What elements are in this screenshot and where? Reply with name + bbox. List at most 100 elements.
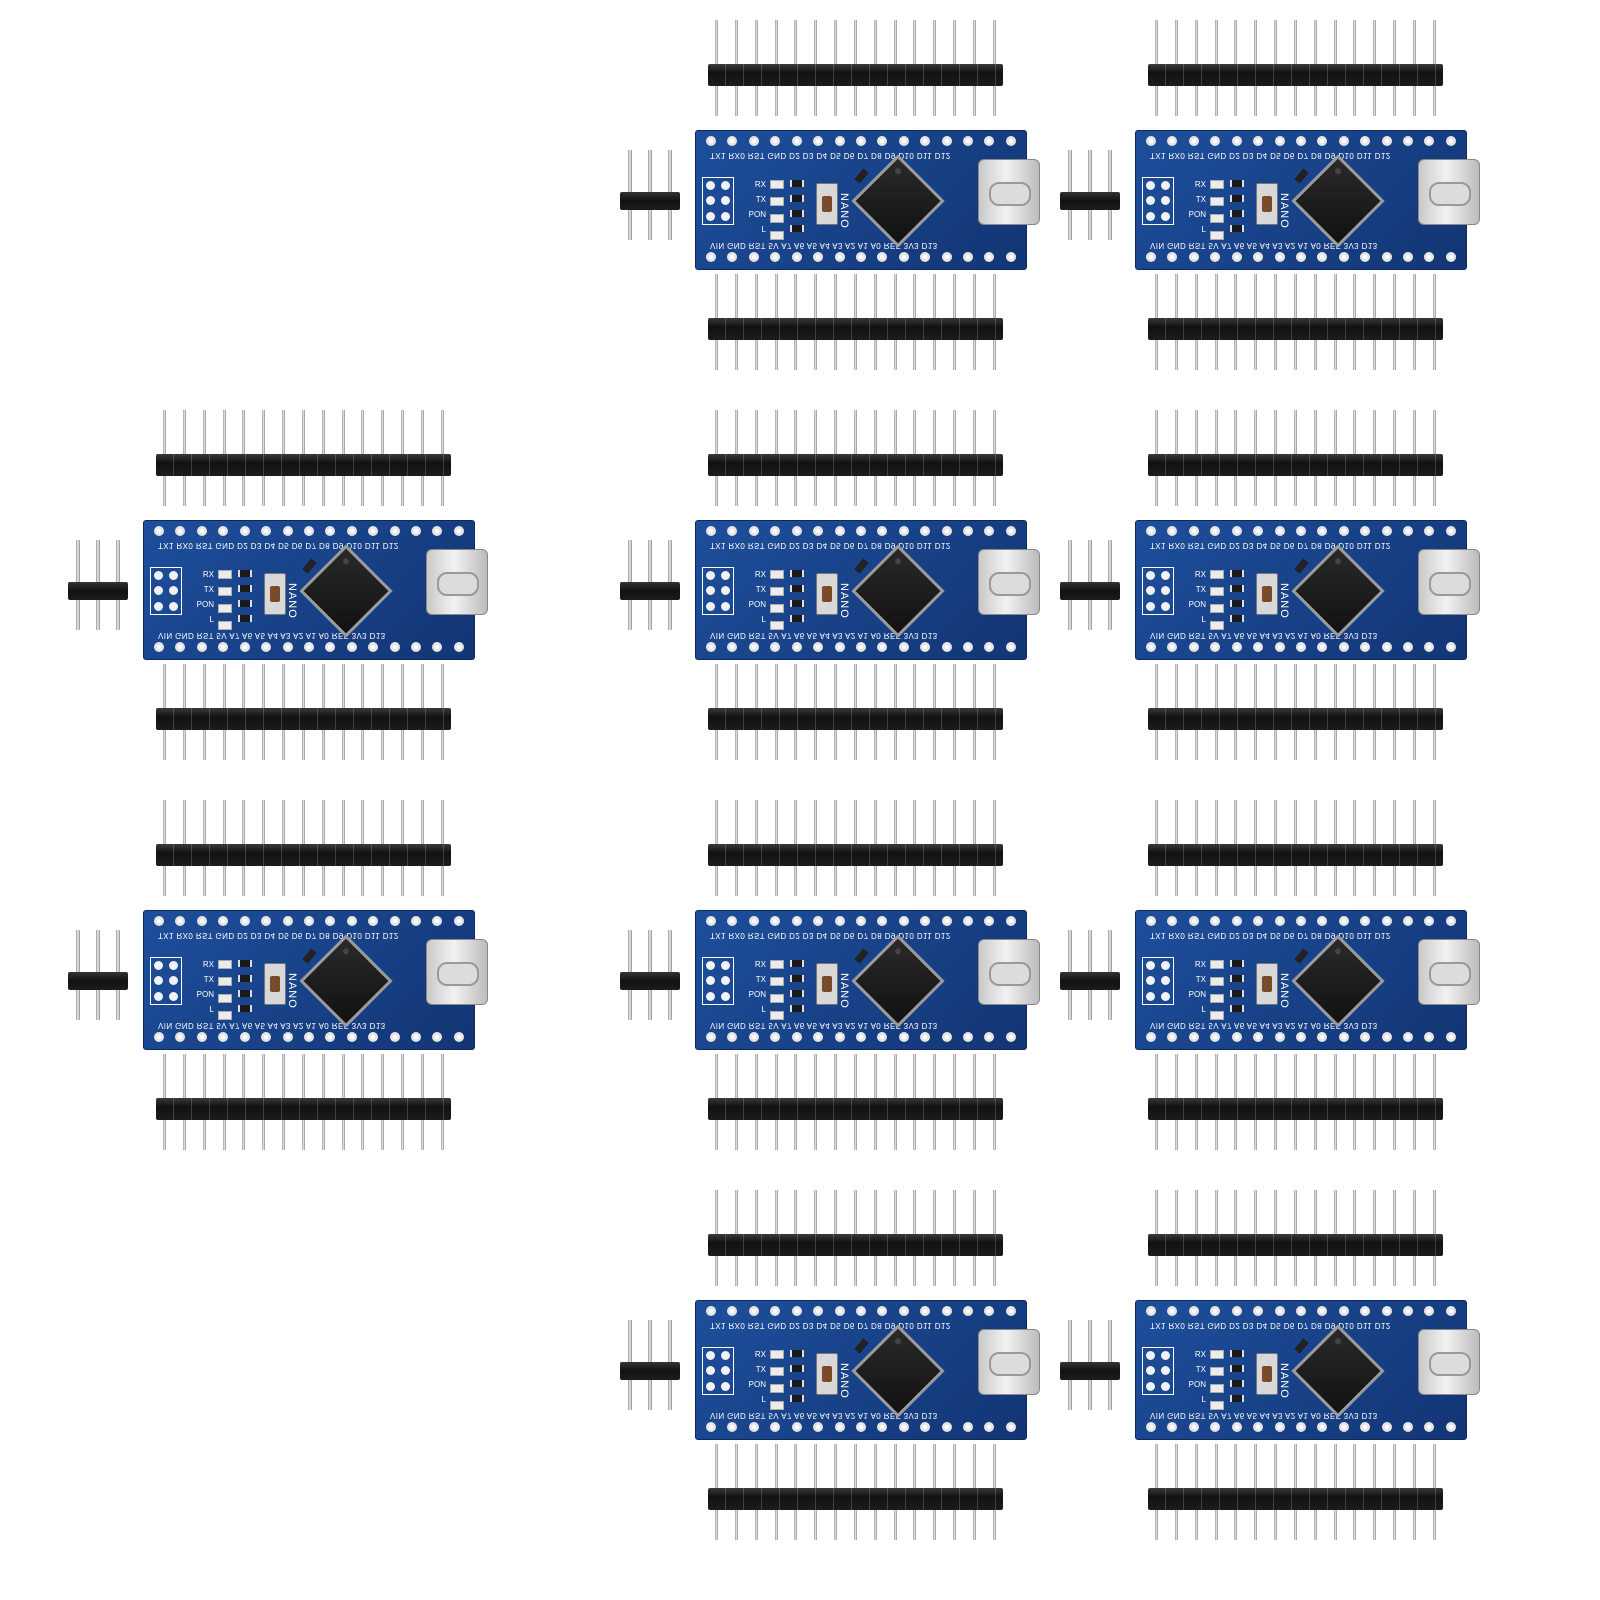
smd-resistor [790,990,804,997]
nano-board-kit: TX1 RX0 RST GND D2 D3 D4 D5 D6 D7 D8 D9 … [1060,800,1480,1150]
solder-pad [963,916,974,926]
smd-resistor [238,1005,252,1012]
status-leds [218,570,244,638]
icsp-pad [169,601,178,611]
solder-pad [1360,1032,1371,1042]
smd-resistor [238,615,252,622]
status-leds [1210,960,1236,1028]
icsp-pad [1146,601,1155,611]
solder-pad [1274,252,1285,262]
solder-pad [877,526,888,536]
solder-pad [1381,916,1392,926]
solder-pad [1231,642,1242,652]
solder-pad [727,1306,738,1316]
board-name: NANO [838,583,850,619]
icsp-pad [1161,961,1170,971]
led-label: RX [202,570,214,579]
icsp-pad [1146,1351,1155,1361]
solder-pad [770,642,781,652]
icsp-header-body [68,972,128,990]
crystal [854,558,869,574]
icsp-pad [154,571,163,581]
nano-board-kit: TX1 RX0 RST GND D2 D3 D4 D5 D6 D7 D8 D9 … [1060,20,1480,370]
icsp-pad [721,1351,730,1361]
solder-pad [1188,526,1199,536]
smd-resistor [238,600,252,607]
status-led [770,621,784,630]
solder-pad [706,252,716,262]
solder-pad [770,136,781,146]
icsp-pad [706,1381,715,1391]
top-pin-labels: TX1 RX0 RST GND D2 D3 D4 D5 D6 D7 D8 D9 … [710,931,951,940]
solder-pad [984,1422,995,1432]
solder-pad [706,1422,716,1432]
solder-pad [453,916,464,926]
usb-c-port [1418,939,1480,1005]
solder-pad [1167,1032,1178,1042]
icsp-pad [706,601,715,611]
header-body [1148,64,1443,86]
solder-pad [941,1032,952,1042]
status-led [1210,231,1224,240]
solder-pad [748,1306,759,1316]
solder-pad [1295,642,1306,652]
solder-pad [196,916,207,926]
smd-resistor [1230,195,1244,202]
solder-pad [920,916,931,926]
solder-pad [898,1032,909,1042]
icsp-pads [150,567,182,615]
usb-c-port [978,159,1040,225]
pin-header-strip [708,20,1003,116]
icsp-pad [721,961,730,971]
solder-pad [154,526,164,536]
icsp-pad [721,181,730,191]
status-led [218,1011,232,1020]
solder-pad [261,916,272,926]
pad-row-bottom [154,642,464,654]
solder-pad [748,252,759,262]
solder-pad [898,1422,909,1432]
solder-pad [1210,1306,1221,1316]
solder-pad [1295,1306,1306,1316]
status-leds [218,960,244,1028]
smd-resistor [790,210,804,217]
solder-pad [1231,1306,1242,1316]
solder-pad [1424,916,1435,926]
solder-pad [239,642,250,652]
solder-pad [368,1032,379,1042]
solder-pad [834,1306,845,1316]
resistors [1230,1350,1244,1410]
solder-pad [727,916,738,926]
solder-pad [1188,1422,1199,1432]
top-pin-labels: TX1 RX0 RST GND D2 D3 D4 D5 D6 D7 D8 D9 … [710,1321,951,1330]
led-label: L [1201,1005,1206,1014]
icsp-header-body [68,582,128,600]
solder-pad [1360,1306,1371,1316]
top-pin-labels: TX1 RX0 RST GND D2 D3 D4 D5 D6 D7 D8 D9 … [1150,151,1391,160]
pin-header-strip [708,1054,1003,1150]
solder-pad [1210,526,1221,536]
solder-pad [432,1032,443,1042]
pin-header-strip [1148,800,1443,896]
led-label: PON [748,210,766,219]
solder-pad [368,642,379,652]
solder-pad [1146,252,1156,262]
solder-pad [411,916,422,926]
crystal [1294,1338,1309,1354]
solder-pad [154,642,164,652]
icsp-pad [1161,991,1170,1001]
status-leds [1210,570,1236,638]
led-label: PON [748,1380,766,1389]
icsp-header-body [620,582,680,600]
solder-pad [389,916,400,926]
status-leds [1210,1350,1236,1418]
solder-pad [1295,526,1306,536]
solder-pad [813,136,824,146]
solder-pad [748,526,759,536]
header-body [1148,318,1443,340]
pin-header-strip [156,664,451,760]
smd-resistor [1230,210,1244,217]
